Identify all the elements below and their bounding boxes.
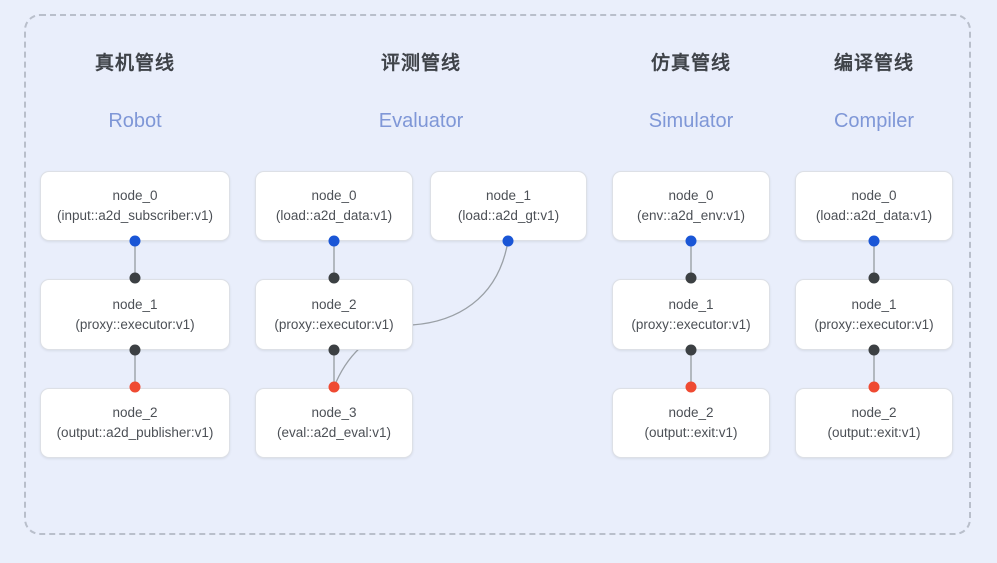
column-subtitle-evaluator: Evaluator xyxy=(378,110,464,132)
port-output-comp-node-0[interactable] xyxy=(868,235,880,247)
port-input-comp-node-2[interactable] xyxy=(868,381,880,393)
port-input-robot-node-2[interactable] xyxy=(129,381,141,393)
node-sim-node-0[interactable]: node_0 (env::a2d_env:v1) xyxy=(612,171,770,241)
node-comp-node-2[interactable]: node_2 (output::exit:v1) xyxy=(795,388,953,458)
port-input-sim-node-2[interactable] xyxy=(685,381,697,393)
node-eval-node-3[interactable]: node_3 (eval::a2d_eval:v1) xyxy=(255,388,413,458)
node-type: (output::a2d_publisher:v1) xyxy=(56,425,214,440)
port-input-comp-node-1[interactable] xyxy=(868,272,880,284)
node-name: node_0 xyxy=(112,188,158,203)
node-type: (output::exit:v1) xyxy=(827,425,921,440)
node-type: (load::a2d_data:v1) xyxy=(815,208,933,223)
node-name: node_1 xyxy=(485,188,532,203)
node-sim-node-2[interactable]: node_2 (output::exit:v1) xyxy=(612,388,770,458)
node-type: (eval::a2d_eval:v1) xyxy=(276,425,392,440)
column-title-robot: 真机管线 xyxy=(94,53,175,74)
node-eval-node-0[interactable]: node_0 (load::a2d_data:v1) xyxy=(255,171,413,241)
node-comp-node-1[interactable]: node_1 (proxy::executor:v1) xyxy=(795,279,953,350)
node-name: node_0 xyxy=(311,188,357,203)
port-input-robot-node-1[interactable] xyxy=(129,272,141,284)
port-output-eval-node-0[interactable] xyxy=(328,235,340,247)
port-input-eval-node-2[interactable] xyxy=(328,272,340,284)
port-output-eval-node-2[interactable] xyxy=(328,344,340,356)
port-output-robot-node-0[interactable] xyxy=(129,235,141,247)
node-sim-node-1[interactable]: node_1 (proxy::executor:v1) xyxy=(612,279,770,350)
port-input-sim-node-1[interactable] xyxy=(685,272,697,284)
node-type: (proxy::executor:v1) xyxy=(814,316,934,332)
node-name: node_1 xyxy=(851,296,897,312)
node-type: (proxy::executor:v1) xyxy=(274,316,394,332)
node-type: (env::a2d_env:v1) xyxy=(636,208,746,223)
port-output-robot-node-1[interactable] xyxy=(129,344,141,356)
column-subtitle-compiler: Compiler xyxy=(833,110,915,132)
port-output-eval-node-1[interactable] xyxy=(502,235,514,247)
node-name: node_0 xyxy=(668,188,714,203)
node-name: node_0 xyxy=(851,188,897,203)
node-comp-node-0[interactable]: node_0 (load::a2d_data:v1) xyxy=(795,171,953,241)
node-type: (proxy::executor:v1) xyxy=(631,316,751,332)
column-subtitle-simulator: Simulator xyxy=(648,110,734,132)
node-robot-node-2[interactable]: node_2 (output::a2d_publisher:v1) xyxy=(40,388,230,458)
node-eval-node-2[interactable]: node_2 (proxy::executor:v1) xyxy=(255,279,413,350)
node-name: node_2 xyxy=(668,405,714,420)
node-robot-node-0[interactable]: node_0 (input::a2d_subscriber:v1) xyxy=(40,171,230,241)
port-output-sim-node-1[interactable] xyxy=(685,344,697,356)
column-subtitle-robot: Robot xyxy=(108,110,162,132)
column-title-simulator: 仿真管线 xyxy=(650,53,731,74)
node-name: node_2 xyxy=(112,405,158,420)
node-type: (load::a2d_gt:v1) xyxy=(457,208,560,223)
node-type: (input::a2d_subscriber:v1) xyxy=(56,208,214,223)
node-name: node_3 xyxy=(311,405,357,420)
node-name: node_1 xyxy=(668,296,714,312)
node-type: (proxy::executor:v1) xyxy=(75,316,195,332)
port-input-eval-node-3[interactable] xyxy=(328,381,340,393)
port-output-comp-node-1[interactable] xyxy=(868,344,880,356)
node-name: node_2 xyxy=(311,296,357,312)
pipeline-column-robot: 真机管线 Robot xyxy=(11,0,259,563)
pipeline-column-simulator: 仿真管线 Simulator xyxy=(567,0,815,563)
port-output-sim-node-0[interactable] xyxy=(685,235,697,247)
node-type: (output::exit:v1) xyxy=(644,425,738,440)
node-name: node_2 xyxy=(851,405,897,420)
node-eval-node-1[interactable]: node_1 (load::a2d_gt:v1) xyxy=(430,171,587,241)
node-name: node_1 xyxy=(112,296,158,312)
pipeline-column-evaluator: 评测管线 Evaluator xyxy=(297,0,545,563)
pipeline-column-compiler: 编译管线 Compiler xyxy=(750,0,997,563)
column-title-evaluator: 评测管线 xyxy=(380,53,461,74)
node-type: (load::a2d_data:v1) xyxy=(275,208,393,223)
column-title-compiler: 编译管线 xyxy=(833,53,914,74)
node-robot-node-1[interactable]: node_1 (proxy::executor:v1) xyxy=(40,279,230,350)
